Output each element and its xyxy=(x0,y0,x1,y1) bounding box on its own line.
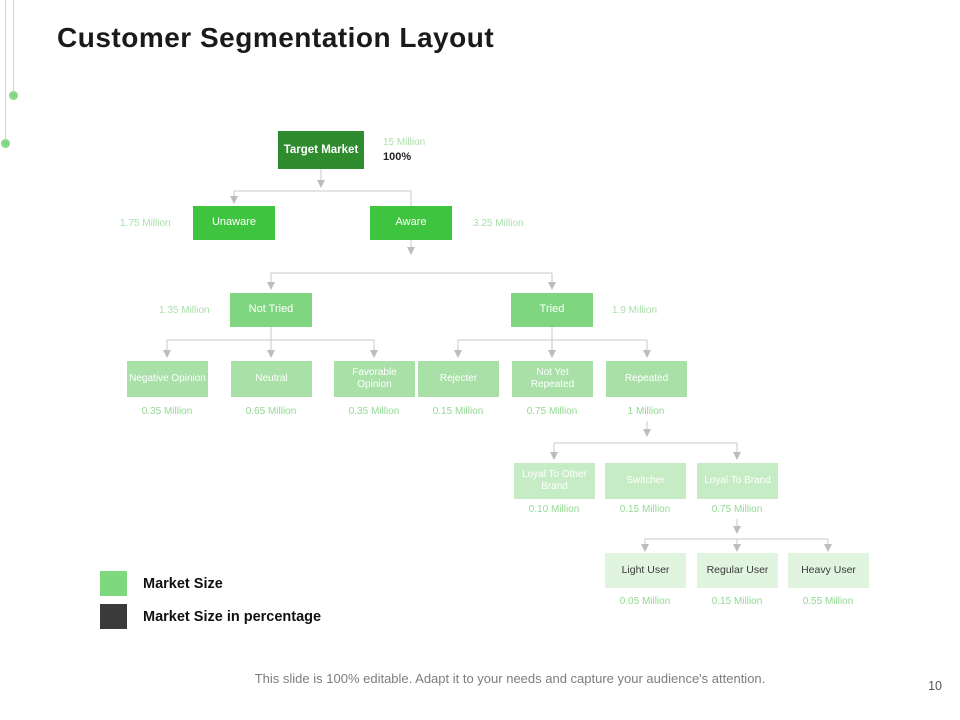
value-favorable-opinion-size: 0.35 Million xyxy=(348,406,400,417)
legend-item-market-size-percentage: Market Size in percentage xyxy=(100,604,321,629)
node-regular-user: Regular User xyxy=(697,553,778,588)
value-loyal-to-brand-size: 0.75 Million xyxy=(711,504,763,515)
node-rejecter: Rejecter xyxy=(418,361,499,397)
node-not-yet-repeated: Not Yet Repeated xyxy=(512,361,593,397)
node-loyal-to-brand: Loyal To Brand xyxy=(697,463,778,499)
node-negative-opinion: Negative Opinion xyxy=(127,361,208,397)
value-light-user-size: 0.05 Million xyxy=(619,596,671,607)
decorative-dot xyxy=(1,139,10,148)
node-aware: Aware xyxy=(370,206,452,240)
value-switcher-size: 0.15 Million xyxy=(619,504,671,515)
page-title: Customer Segmentation Layout xyxy=(57,22,495,53)
value-target-market-size: 15 Million xyxy=(383,137,426,148)
value-aware-size: 3.25 Million xyxy=(473,218,524,229)
value-heavy-user-size: 0.55 Million xyxy=(802,596,854,607)
value-tried-size: 1.9 Million xyxy=(612,305,658,316)
value-target-market-percent: 100% xyxy=(383,151,412,163)
value-unaware-size: 1.75 Million xyxy=(120,218,171,229)
legend-label: Market Size in percentage xyxy=(143,608,322,625)
node-heavy-user: Heavy User xyxy=(788,553,869,588)
decorative-dot xyxy=(9,91,18,100)
decorative-line xyxy=(13,0,14,91)
node-unaware: Unaware xyxy=(193,206,275,240)
node-light-user: Light User xyxy=(605,553,686,588)
legend-swatch-dark xyxy=(100,604,127,629)
legend-item-market-size: Market Size xyxy=(100,571,223,596)
value-rejecter-size: 0.15 Million xyxy=(432,406,484,417)
value-not-yet-repeated-size: 0.75 Million xyxy=(526,406,578,417)
node-neutral: Neutral xyxy=(231,361,312,397)
node-switcher: Switcher xyxy=(605,463,686,499)
value-loyal-to-other-brand-size: 0.10 Million xyxy=(528,504,580,515)
node-tried: Tried xyxy=(511,293,593,327)
value-repeated-size: 1 Million xyxy=(627,406,665,417)
footer-note: This slide is 100% editable. Adapt it to… xyxy=(254,671,766,686)
node-loyal-to-other-brand: Loyal To Other Brand xyxy=(514,463,595,499)
decorative-line xyxy=(5,0,6,139)
page-number: 10 xyxy=(928,679,942,693)
legend-label: Market Size xyxy=(143,575,223,592)
legend-swatch-green xyxy=(100,571,127,596)
value-not-tried-size: 1.35 Million xyxy=(159,305,210,316)
value-neutral-size: 0.65 Million xyxy=(245,406,297,417)
node-repeated: Repeated xyxy=(606,361,687,397)
node-favorable-opinion: Favorable Opinion xyxy=(334,361,415,397)
value-negative-opinion-size: 0.35 Million xyxy=(141,406,193,417)
value-regular-user-size: 0.15 Million xyxy=(711,596,763,607)
node-not-tried: Not Tried xyxy=(230,293,312,327)
node-target-market: Target Market xyxy=(278,131,364,169)
